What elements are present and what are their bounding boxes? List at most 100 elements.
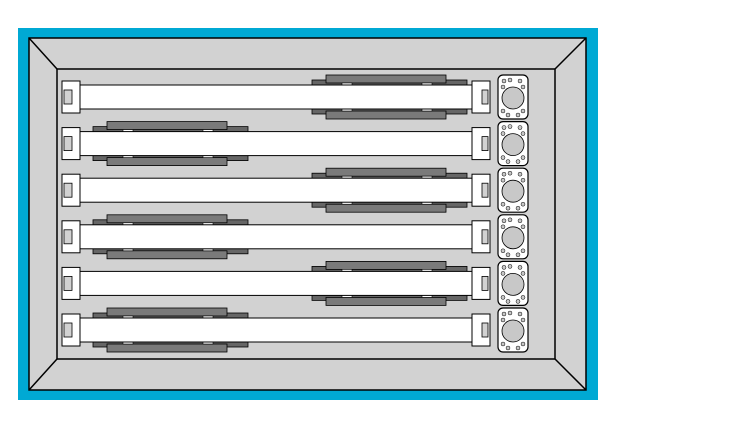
connector-bottom-block xyxy=(325,296,447,306)
connector-top-block xyxy=(325,167,447,177)
knob-dot xyxy=(520,317,526,323)
knob-dial xyxy=(501,86,525,110)
bracket-clip-icon xyxy=(471,173,491,207)
knob-dot xyxy=(500,295,506,300)
knob-dot xyxy=(500,155,506,160)
slot-tube xyxy=(79,177,473,203)
knob-dot xyxy=(515,252,521,258)
knob-dot xyxy=(520,224,526,230)
knob-dot xyxy=(501,78,507,84)
knob-dot xyxy=(520,295,526,300)
knob-dot xyxy=(507,77,513,83)
knob-dot xyxy=(520,84,526,90)
knob-dot xyxy=(517,171,523,177)
bevel-lines xyxy=(28,37,587,391)
knob-dot xyxy=(505,112,511,118)
slot-row xyxy=(61,307,529,353)
knob-dial xyxy=(501,319,525,343)
bracket-clip-icon xyxy=(61,173,81,207)
knob-dot xyxy=(520,341,526,347)
bracket-clip-icon xyxy=(471,313,491,347)
knob-dot xyxy=(507,124,513,129)
knob-dot xyxy=(505,252,511,258)
clip-slot xyxy=(481,182,489,198)
connector-bottom-block xyxy=(106,343,228,353)
round-knob-icon xyxy=(497,120,529,167)
knob-dot xyxy=(500,131,506,136)
knob-dot xyxy=(515,205,521,211)
connector-bottom-block xyxy=(325,110,447,120)
slot-row xyxy=(61,74,529,120)
knob-dot xyxy=(515,299,521,304)
clip-slot xyxy=(481,322,489,338)
slot-rows xyxy=(61,74,529,353)
connector-top-block xyxy=(106,307,228,317)
knob-dot xyxy=(500,108,506,114)
clip-slot xyxy=(481,275,489,291)
clip-body xyxy=(471,313,491,347)
knob-dot xyxy=(500,248,506,254)
knob-dial xyxy=(501,179,525,203)
clip-slot xyxy=(481,136,489,152)
clip-slot xyxy=(481,89,489,105)
slot-tube xyxy=(79,224,473,250)
connector-top-block xyxy=(106,121,228,130)
knob-dot xyxy=(520,108,526,114)
round-knob-icon xyxy=(497,214,529,260)
bracket-clip-icon xyxy=(471,266,491,300)
knob-dot xyxy=(500,177,506,183)
clip-slot xyxy=(63,322,73,338)
bracket-clip-icon xyxy=(471,127,491,161)
knob-dot xyxy=(517,125,523,130)
knob-dot xyxy=(500,341,506,347)
knob-dot xyxy=(517,311,523,317)
connector-bottom-block xyxy=(106,250,228,260)
knob-dot xyxy=(515,112,521,118)
knob-dial xyxy=(501,226,525,250)
knob-dot xyxy=(500,224,506,230)
round-knob-icon xyxy=(497,260,529,306)
clip-slot xyxy=(63,182,73,198)
knob-dot xyxy=(500,201,506,207)
knob-dot xyxy=(517,218,523,224)
knob-dot xyxy=(505,159,511,164)
knob-dot xyxy=(507,170,513,176)
knob-dot xyxy=(520,201,526,207)
bracket-clip-icon xyxy=(61,266,81,300)
clip-body xyxy=(471,266,491,300)
clip-body xyxy=(471,80,491,114)
knob-dot xyxy=(507,264,513,269)
round-knob-icon xyxy=(497,167,529,213)
bracket-clip-icon xyxy=(61,313,81,347)
round-knob-icon xyxy=(497,307,529,353)
knob-dot xyxy=(500,84,506,90)
slot-tube xyxy=(79,84,473,110)
knob-dot xyxy=(505,205,511,211)
slot-tube xyxy=(79,317,473,343)
knob-dot xyxy=(500,271,506,276)
slot-row xyxy=(61,120,529,167)
round-knob-icon xyxy=(497,74,529,120)
knob-dot xyxy=(520,177,526,183)
clip-body xyxy=(471,127,491,161)
knob-dot xyxy=(500,317,506,323)
connector-top-block xyxy=(325,74,447,84)
connector-top-block xyxy=(106,214,228,224)
bracket-clip-icon xyxy=(471,220,491,254)
clip-slot xyxy=(63,275,73,291)
knob-dot xyxy=(520,131,526,136)
clip-body xyxy=(471,173,491,207)
connector-top-block xyxy=(325,260,447,270)
clip-slot xyxy=(481,229,489,245)
clip-body xyxy=(471,220,491,254)
knob-dot xyxy=(501,218,507,224)
slot-row xyxy=(61,214,529,260)
knob-dot xyxy=(505,299,511,304)
knob-dial xyxy=(501,133,525,157)
bracket-clip-icon xyxy=(61,127,81,161)
knob-dot xyxy=(517,78,523,84)
knob-dot xyxy=(501,265,507,270)
clip-slot xyxy=(63,229,73,245)
bracket-clip-icon xyxy=(61,220,81,254)
